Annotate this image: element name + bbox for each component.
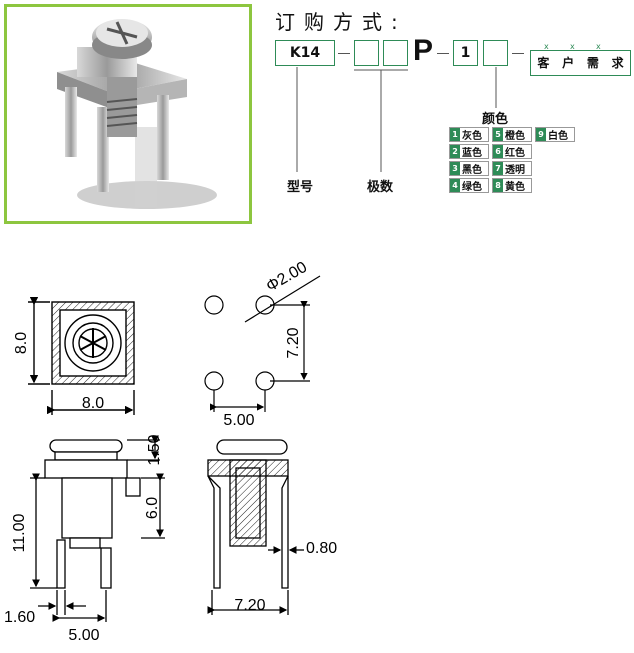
color-box bbox=[483, 40, 508, 66]
color-num: 9 bbox=[536, 128, 546, 141]
dim-lead-width: 0.80 bbox=[306, 540, 337, 557]
label-color: 颜色 bbox=[482, 112, 509, 127]
x-mark: x bbox=[570, 42, 575, 51]
model-code: K14 bbox=[289, 45, 321, 61]
req-char: 求 bbox=[611, 56, 624, 70]
dim-hole-dia: Φ2.00 bbox=[264, 259, 311, 296]
one-digit: 1 bbox=[460, 45, 471, 61]
req-char: 客 bbox=[537, 56, 550, 70]
dim-pin-h: 5.00 bbox=[223, 412, 254, 429]
color-num: 4 bbox=[450, 179, 460, 192]
label-poles: 极数 bbox=[367, 180, 394, 195]
customer-requirement-box: 客 户 需 求 bbox=[530, 50, 631, 76]
pin-layout bbox=[204, 275, 321, 412]
req-char: 户 bbox=[562, 56, 575, 70]
dim-side-height: 11.00 bbox=[11, 513, 28, 552]
dim-body: 6.0 bbox=[144, 497, 161, 519]
color-name: 橙色 bbox=[505, 131, 525, 142]
dim-top-width: 8.0 bbox=[82, 395, 104, 412]
x-mark: x bbox=[596, 42, 601, 51]
pole-box-2 bbox=[383, 40, 408, 66]
pole-box-1 bbox=[354, 40, 379, 66]
one-box: 1 bbox=[453, 40, 478, 66]
req-char: 需 bbox=[586, 56, 599, 70]
top-view bbox=[28, 297, 135, 415]
label-model: 型号 bbox=[287, 180, 314, 195]
dim-head: 1.50 bbox=[146, 434, 163, 465]
terminal-image bbox=[57, 19, 217, 209]
dim-pin-v: 7.20 bbox=[285, 327, 302, 358]
side-view bbox=[30, 435, 165, 622]
p-letter: P bbox=[413, 34, 434, 67]
dim-pin-spacing: 5.00 bbox=[68, 627, 99, 644]
color-num: 3 bbox=[450, 162, 460, 175]
color-num: 8 bbox=[493, 179, 503, 192]
x-mark: x bbox=[544, 42, 549, 51]
color-name: 透明 bbox=[505, 165, 525, 176]
color-num: 6 bbox=[493, 145, 503, 158]
dash bbox=[437, 53, 449, 54]
color-name: 灰色 bbox=[462, 131, 482, 142]
dim-top-height: 8.0 bbox=[13, 332, 30, 354]
color-num: 2 bbox=[450, 145, 460, 158]
front-view bbox=[207, 439, 304, 615]
color-name: 黄色 bbox=[505, 182, 525, 193]
color-name: 白色 bbox=[548, 131, 568, 142]
color-name: 黑色 bbox=[462, 165, 482, 176]
model-code-box: K14 bbox=[275, 40, 335, 66]
color-num: 5 bbox=[493, 128, 503, 141]
dim-pin-thick: 1.60 bbox=[4, 609, 35, 626]
color-num: 1 bbox=[450, 128, 460, 141]
color-name: 蓝色 bbox=[462, 148, 482, 159]
color-name: 绿色 bbox=[462, 182, 482, 193]
color-num: 7 bbox=[493, 162, 503, 175]
dash bbox=[338, 53, 350, 54]
product-photo bbox=[4, 4, 252, 224]
dash bbox=[512, 53, 524, 54]
color-name: 红色 bbox=[505, 148, 525, 159]
order-title: 订购方式: bbox=[275, 10, 407, 34]
dim-front-width: 7.20 bbox=[234, 597, 265, 614]
